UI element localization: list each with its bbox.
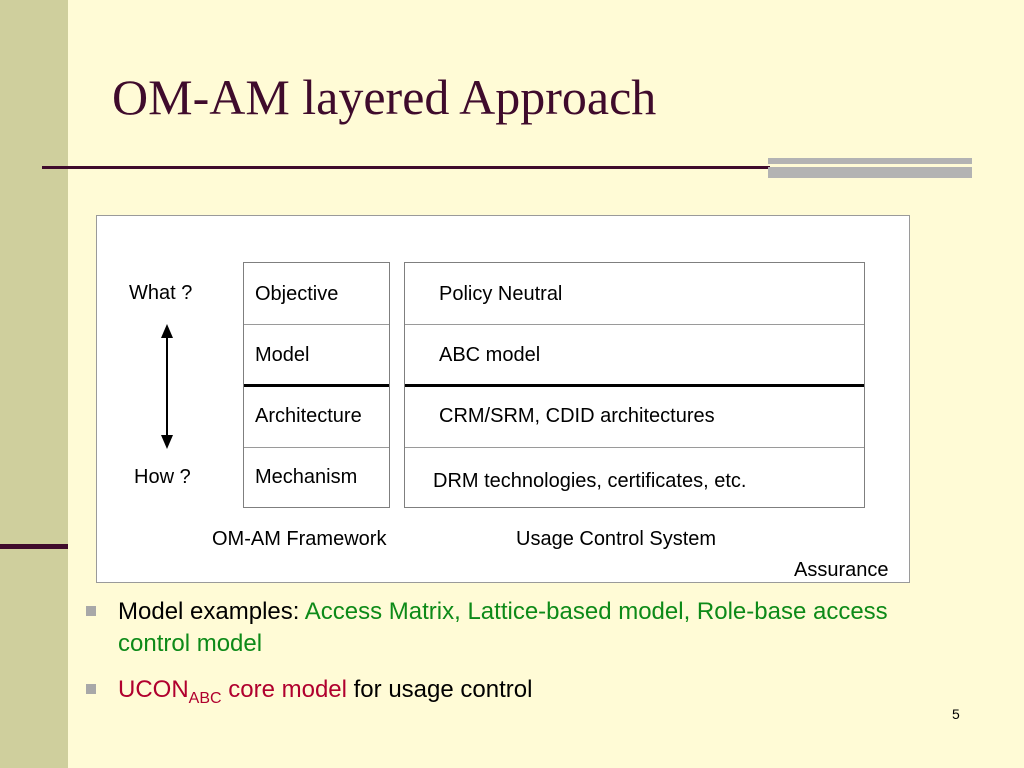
bullet-marker [86, 606, 96, 616]
divider [405, 324, 864, 325]
system-layers-box: Policy Neutral ABC model CRM/SRM, CDID a… [404, 262, 865, 508]
om-am-diagram: What ? How ? Objective Model Architectur… [96, 215, 910, 583]
page-number: 5 [952, 706, 960, 722]
title-decor-block-top [768, 158, 972, 164]
divider [244, 324, 389, 325]
how-label: How ? [134, 466, 191, 488]
divider [244, 447, 389, 448]
framework-caption: OM-AM Framework [212, 528, 387, 550]
bullet-text: Model examples: [118, 598, 305, 625]
bullet-ucon: UCONABC core model for usage control [118, 674, 532, 715]
core-model-term: core model [221, 676, 347, 703]
thick-divider [405, 384, 864, 387]
thick-divider [244, 384, 389, 387]
framework-layers-box: Objective Model Architecture Mechanism [243, 262, 390, 508]
ucon-term: UCON [118, 676, 189, 703]
layer-objective: Objective [255, 283, 339, 305]
bullet-text: for usage control [346, 676, 533, 703]
system-caption: Usage Control System [516, 528, 717, 550]
title-decor-block-bottom [768, 167, 972, 178]
system-policy-neutral: Policy Neutral [439, 283, 563, 305]
sidebar-accent-bar [0, 544, 68, 549]
bullet-model-examples: Model examples: Access Matrix, Lattice-b… [118, 596, 948, 660]
layer-mechanism: Mechanism [255, 466, 358, 488]
left-sidebar-band [0, 0, 68, 768]
divider [405, 447, 864, 448]
layer-model: Model [255, 344, 310, 366]
assurance-label: Assurance [794, 559, 889, 581]
system-abc-model: ABC model [439, 344, 541, 366]
layer-architecture: Architecture [255, 405, 362, 427]
what-label: What ? [129, 282, 193, 304]
bullet-marker [86, 684, 96, 694]
slide-title: OM-AM layered Approach [112, 69, 657, 125]
bullet-highlight: Access Matrix, Lattice-based model, Role… [118, 598, 888, 657]
system-technologies: DRM technologies, certificates, etc. [433, 470, 747, 492]
system-architectures: CRM/SRM, CDID architectures [439, 405, 715, 427]
title-underline [42, 166, 770, 169]
ucon-subscript: ABC [188, 689, 222, 707]
double-arrow-icon [161, 324, 173, 449]
